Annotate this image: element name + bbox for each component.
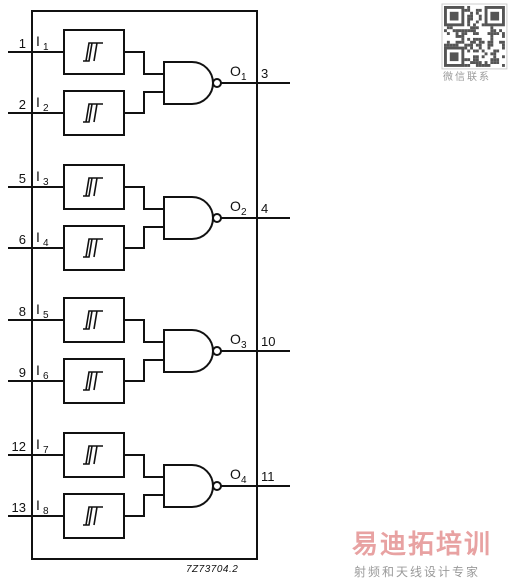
output-label: O [230, 466, 241, 482]
input-label-subscript: 3 [43, 177, 49, 188]
output-label-subscript: 4 [241, 475, 247, 486]
hysteresis-icon [83, 371, 103, 391]
wire-to-gate-b [124, 359, 164, 382]
brand-watermark: 易迪拓培训 [352, 530, 492, 560]
pin-number: 13 [12, 500, 26, 515]
input-label: I [36, 497, 40, 513]
wire-to-gate-b [124, 226, 164, 249]
output-label-subscript: 3 [241, 340, 247, 351]
wire-to-gate-a [124, 454, 164, 478]
hysteresis-icon [83, 445, 103, 465]
pin-number: 2 [19, 97, 26, 112]
schmitt-trigger-box [63, 493, 125, 539]
qr-code-image [441, 3, 508, 70]
schmitt-trigger-box [63, 432, 125, 478]
wire-to-gate-a [124, 186, 164, 210]
output-pin-number: 3 [261, 66, 268, 81]
nand-gate [163, 61, 214, 105]
input-label: I [36, 168, 40, 184]
output-label: O [230, 198, 241, 214]
input-label-subscript: 1 [43, 42, 49, 53]
nand-gate [163, 464, 214, 508]
schmitt-trigger-box [63, 297, 125, 343]
input-label: I [36, 436, 40, 452]
inversion-bubble [212, 346, 222, 356]
output-label: O [230, 331, 241, 347]
hysteresis-icon [83, 42, 103, 62]
inversion-bubble [212, 213, 222, 223]
input-label: I [36, 301, 40, 317]
qr-label: 微信联系 [443, 70, 491, 83]
inversion-bubble [212, 481, 222, 491]
pin-number: 9 [19, 365, 26, 380]
input-label-subscript: 2 [43, 103, 49, 114]
hysteresis-icon [83, 103, 103, 123]
figure-code: 7Z73704.2 [186, 564, 238, 575]
input-label: I [36, 362, 40, 378]
hysteresis-icon [83, 310, 103, 330]
input-label-subscript: 7 [43, 445, 49, 456]
wire-to-gate-b [124, 91, 164, 114]
schmitt-trigger-box [63, 164, 125, 210]
schmitt-trigger-box [63, 358, 125, 404]
inversion-bubble [212, 78, 222, 88]
output-label: O [230, 63, 241, 79]
input-label: I [36, 229, 40, 245]
output-pin-number: 10 [261, 334, 275, 349]
schmitt-trigger-box [63, 225, 125, 271]
output-pin-number: 4 [261, 201, 268, 216]
input-label: I [36, 94, 40, 110]
schmitt-trigger-box [63, 90, 125, 136]
pin-number: 12 [12, 439, 26, 454]
output-label-subscript: 1 [241, 72, 247, 83]
output-label-subscript: 2 [241, 207, 247, 218]
input-label: I [36, 33, 40, 49]
wire-to-gate-b [124, 494, 164, 517]
wire-to-gate-a [124, 51, 164, 75]
schmitt-trigger-box [63, 29, 125, 75]
pin-number: 8 [19, 304, 26, 319]
hysteresis-icon [83, 238, 103, 258]
ic-outline [31, 10, 258, 560]
output-pin-number: 11 [261, 469, 275, 484]
hysteresis-icon [83, 506, 103, 526]
input-label-subscript: 4 [43, 238, 49, 249]
pin-number: 6 [19, 232, 26, 247]
nand-gate [163, 196, 214, 240]
pin-number: 5 [19, 171, 26, 186]
input-label-subscript: 6 [43, 371, 49, 382]
nand-gate [163, 329, 214, 373]
wire-to-gate-a [124, 319, 164, 343]
input-label-subscript: 8 [43, 506, 49, 517]
pin-number: 1 [19, 36, 26, 51]
brand-tagline: 射频和天线设计专家 [354, 564, 480, 579]
hysteresis-icon [83, 177, 103, 197]
input-label-subscript: 5 [43, 310, 49, 321]
